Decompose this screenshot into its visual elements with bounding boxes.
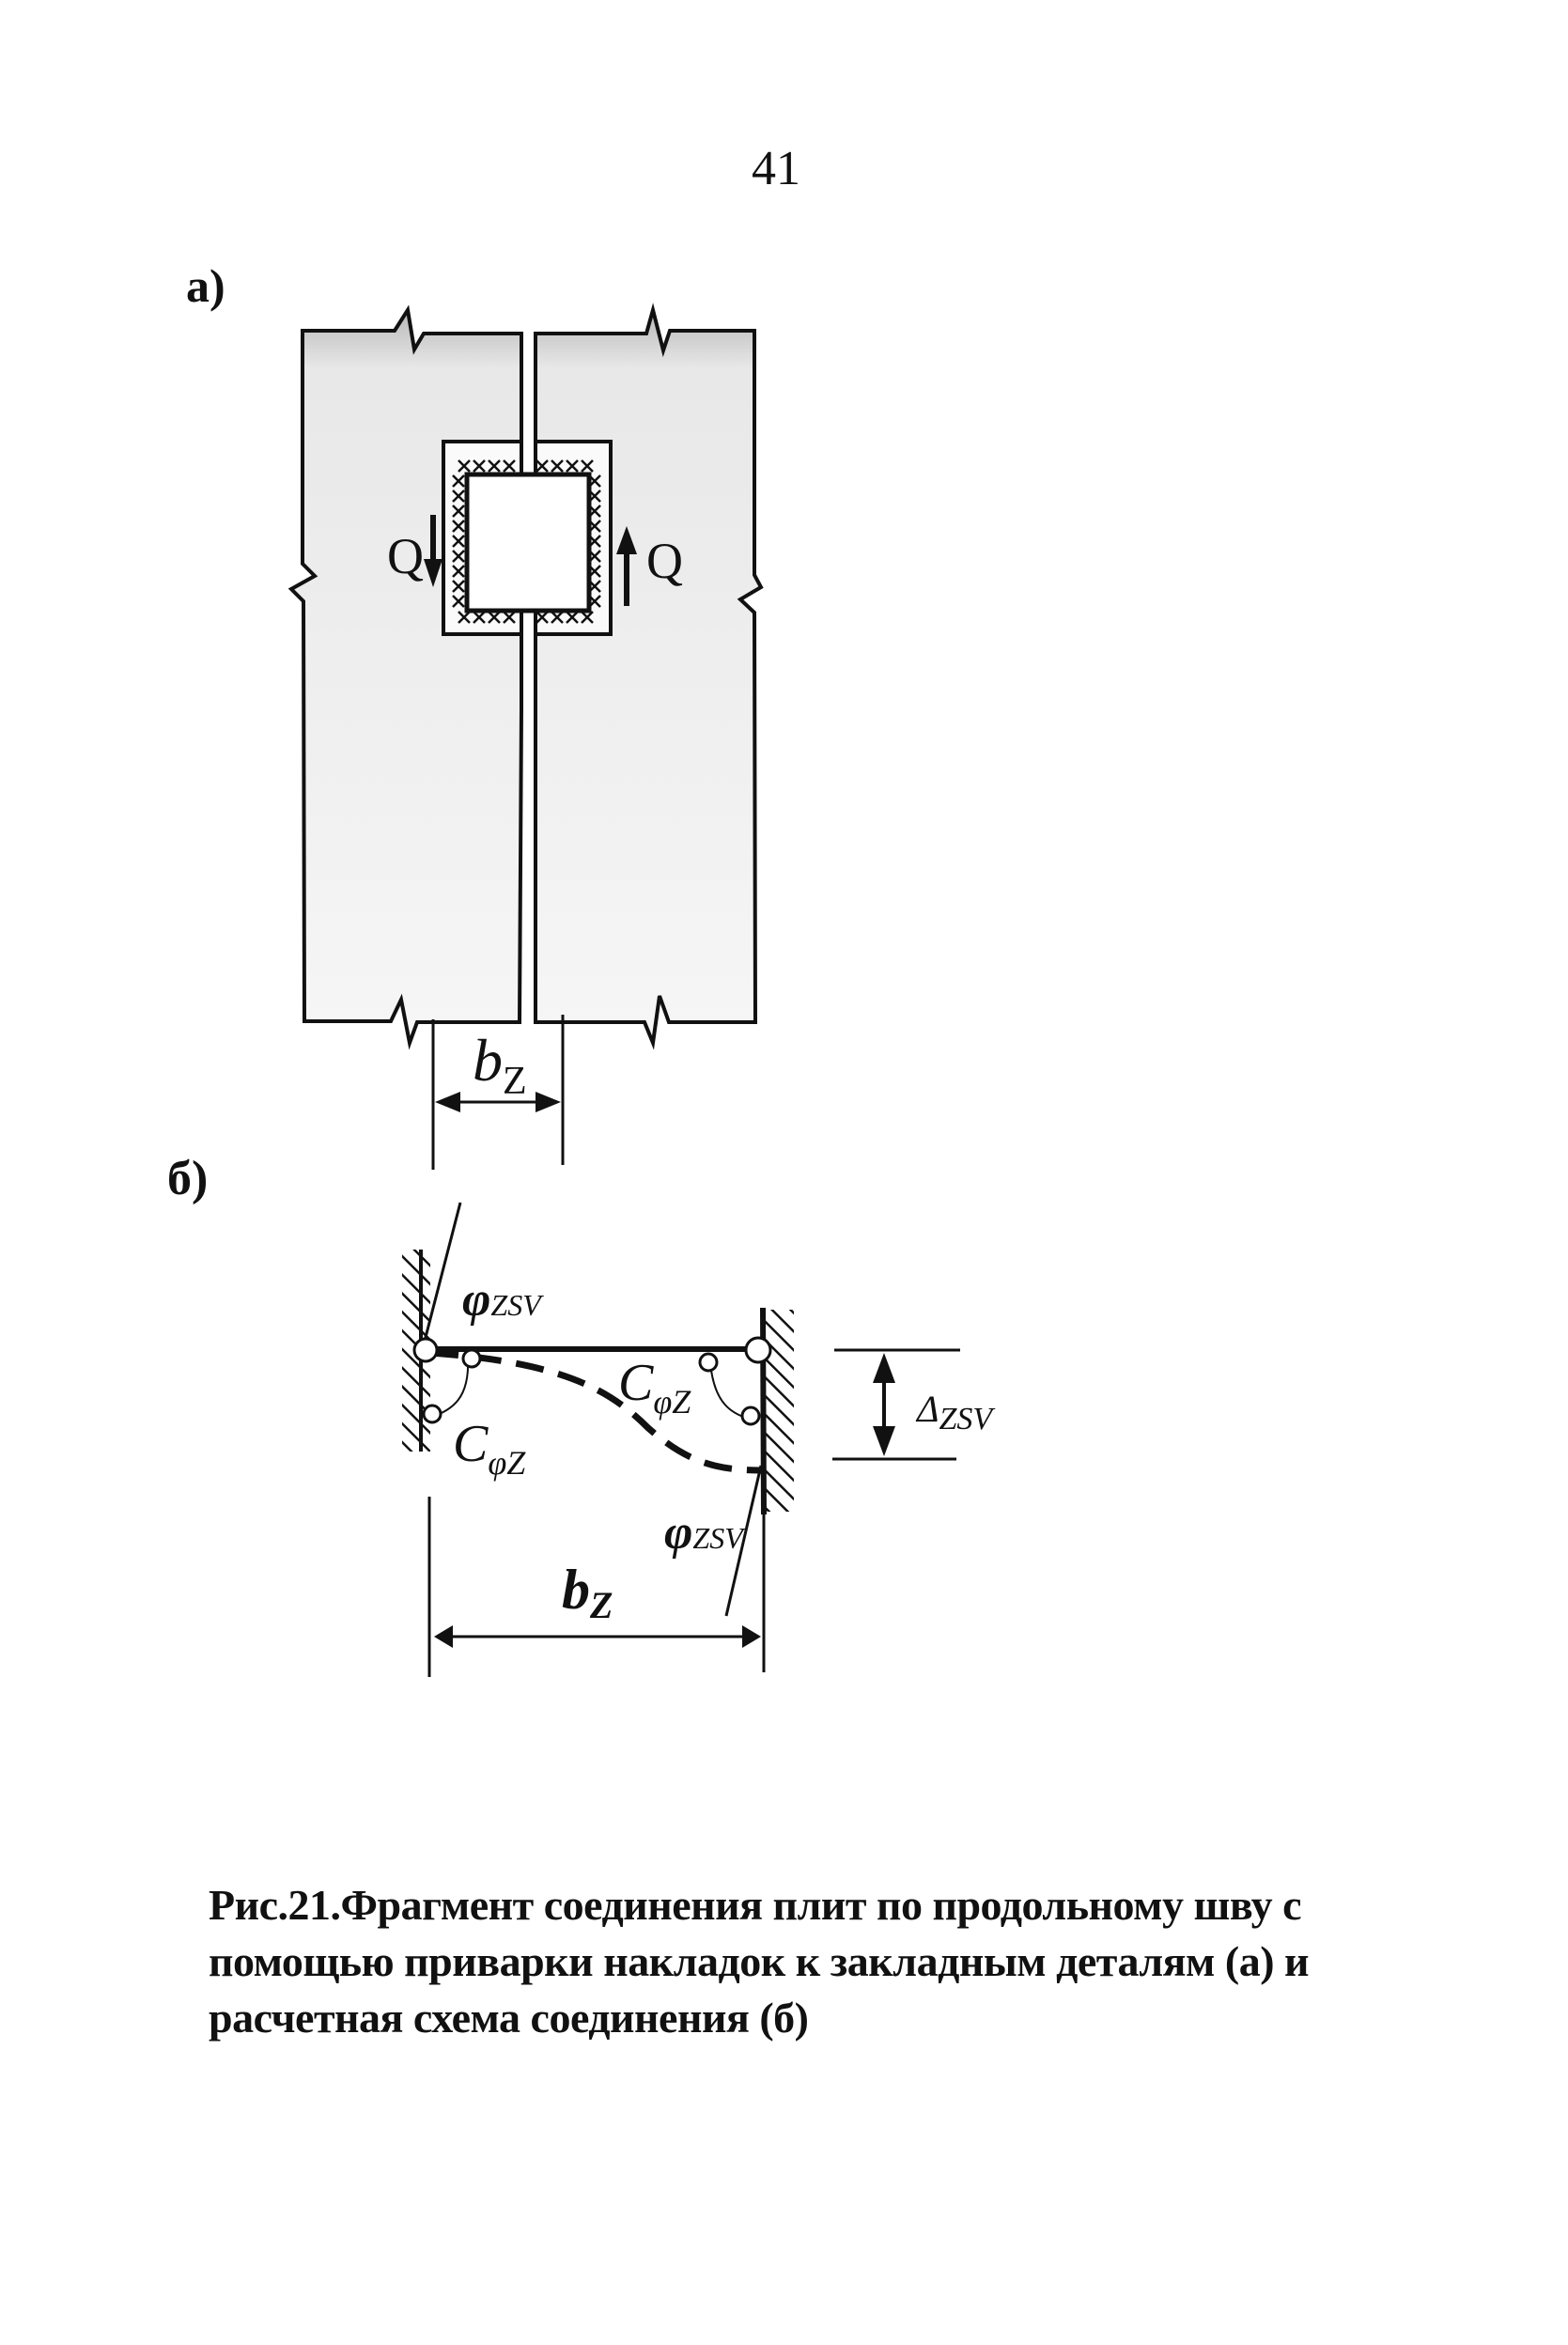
hinge-left-small-2	[422, 1404, 442, 1424]
figure-b: φZSV φZSV CφZ CφZ ΔZSV	[402, 1202, 996, 1677]
rotation-left-subscript: ZSV	[490, 1288, 544, 1322]
weld-mark	[452, 474, 465, 488]
svg-text:ΔZSV: ΔZSV	[915, 1388, 996, 1437]
hinge-right-main	[744, 1336, 772, 1364]
dimension-subscript: Z	[503, 1060, 527, 1103]
weld-mark	[488, 611, 501, 624]
weld-mark	[488, 459, 501, 473]
weld-mark	[503, 611, 516, 624]
embedded-plate	[464, 472, 592, 613]
dimension-bz-b: bZ	[427, 1497, 766, 1677]
rotation-right-symbol: φ	[664, 1506, 692, 1560]
weld-mark	[452, 580, 465, 593]
weld-mark	[452, 520, 465, 533]
hinge-right-small-1	[698, 1352, 719, 1373]
stiffness-left-subscript: φZ	[488, 1444, 526, 1482]
dimension-bz-a: bZ	[431, 1015, 565, 1170]
hinge-right-small-2	[740, 1405, 761, 1426]
wall-right	[766, 1310, 794, 1512]
dimension-symbol: b	[473, 1027, 503, 1094]
force-label-left: Q	[387, 528, 424, 584]
displacement-subscript: ZSV	[939, 1402, 996, 1437]
weld-mark	[566, 611, 579, 624]
weld-mark	[458, 459, 471, 473]
figure-a-label: а)	[186, 259, 225, 312]
force-label-right: Q	[646, 533, 683, 589]
caption-line: помощью приварки накладок к закладным де…	[209, 1937, 1310, 1985]
svg-text:φZSV: φZSV	[462, 1273, 544, 1327]
weld-mark	[581, 459, 594, 473]
weld-mark	[452, 505, 465, 518]
weld-mark	[452, 535, 465, 548]
svg-text:bZ: bZ	[562, 1559, 613, 1626]
weld-mark	[452, 595, 465, 608]
slab-left	[287, 304, 523, 1050]
dimension-delta: ΔZSV	[832, 1348, 996, 1461]
caption-line: расчетная схема соединения (б)	[209, 1994, 809, 2042]
caption-line: Рис.21.Фрагмент соединения плит по продо…	[209, 1881, 1302, 1929]
svg-text:CφZ: CφZ	[453, 1415, 526, 1482]
weld-mark	[452, 550, 465, 563]
svg-text:bZ: bZ	[473, 1027, 527, 1103]
weld-mark	[536, 459, 549, 473]
stiffness-right-symbol: C	[618, 1354, 654, 1412]
figure-b-label: б)	[167, 1152, 209, 1205]
stiffness-right-subscript: φZ	[653, 1383, 691, 1421]
page-number: 41	[752, 142, 800, 195]
figure-a: Q Q bZ	[287, 303, 764, 1170]
rotation-left-symbol: φ	[462, 1273, 490, 1327]
width-symbol: b	[562, 1559, 590, 1621]
weld-mark	[473, 611, 486, 624]
rotation-right-subscript: ZSV	[692, 1521, 746, 1555]
rotation-line-left	[421, 1202, 462, 1349]
rotation-line-right	[724, 1465, 763, 1617]
hinge-left-small-1	[461, 1348, 482, 1369]
svg-text:CφZ: CφZ	[618, 1354, 691, 1421]
weld-mark	[566, 459, 579, 473]
weld-mark	[551, 459, 564, 473]
width-subscript: Z	[589, 1584, 613, 1626]
weld-mark	[581, 611, 594, 624]
weld-mark	[551, 611, 564, 624]
stiffness-left-symbol: C	[453, 1415, 489, 1473]
weld-mark	[473, 459, 486, 473]
force-arrow-down-icon	[424, 515, 442, 587]
weld-mark	[452, 489, 465, 503]
weld-mark	[536, 611, 549, 624]
displacement-symbol: Δ	[915, 1388, 939, 1430]
svg-text:φZSV: φZSV	[664, 1506, 746, 1560]
weld-mark	[458, 611, 471, 624]
slab-right	[534, 303, 764, 1050]
force-arrow-up-icon	[616, 526, 637, 606]
weld-mark	[452, 565, 465, 578]
figure-caption: Рис.21.Фрагмент соединения плит по продо…	[209, 1877, 1411, 2046]
weld-mark	[503, 459, 516, 473]
hinge-left-main	[412, 1337, 439, 1363]
beam-deformed	[429, 1349, 762, 1474]
